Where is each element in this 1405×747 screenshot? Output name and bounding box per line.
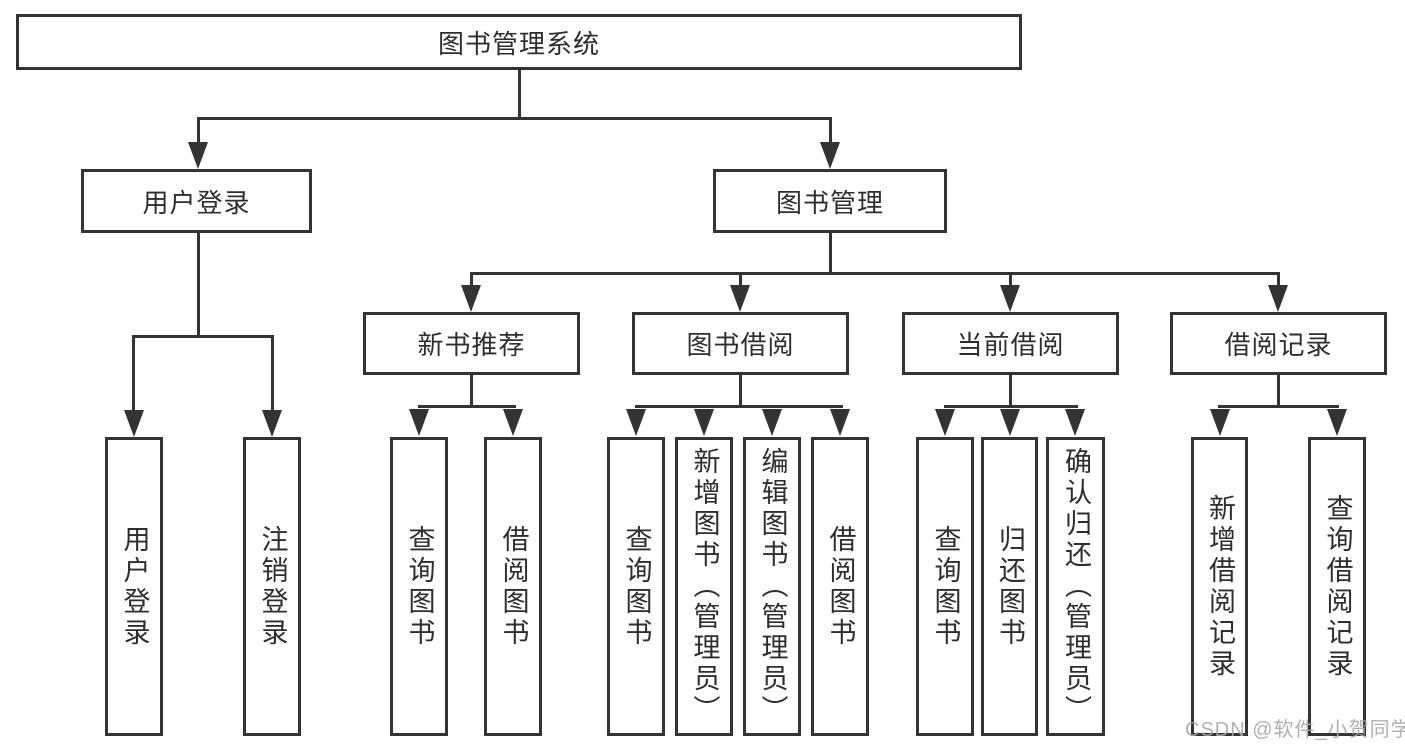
connector-line [1009,374,1012,406]
connector-line [944,405,1078,408]
leaf-add-borrow-record: 新增借阅记录 [1191,437,1248,736]
connector-line [470,272,473,288]
arrow-down-icon [935,409,955,436]
connector-line [829,233,832,275]
arrow-down-icon [409,409,429,436]
leaf-edit-book-admin: 编辑图书（管理员） [743,437,801,736]
arrow-down-icon [1210,409,1230,436]
node-book-management: 图书管理 [713,169,947,233]
connector-line [1277,374,1280,406]
connector-line [197,117,831,120]
leaf-return-book: 归还图书 [981,437,1038,736]
leaf-borrow-books: 借阅图书 [811,437,869,736]
arrow-down-icon [830,409,850,436]
arrow-down-icon [503,409,523,436]
connector-line [132,335,274,338]
arrow-down-icon [730,285,750,312]
node-borrow-records: 借阅记录 [1170,312,1387,375]
connector-line [1277,272,1280,288]
node-new-book-recommend: 新书推荐 [363,312,580,375]
connector-line [518,70,521,119]
arrow-down-icon [820,142,840,169]
node-book-borrow: 图书借阅 [632,312,849,375]
arrow-down-icon [262,410,282,437]
csdn-watermark: CSDN @软件_小贺同学 [1185,719,1405,741]
node-user-login: 用户登录 [81,169,312,233]
connector-line [1218,405,1339,408]
connector-line [418,405,516,408]
arrow-down-icon [1065,409,1085,436]
arrow-down-icon [626,409,646,436]
leaf-confirm-return-admin: 确认归还（管理员） [1046,437,1105,736]
connector-line [271,335,274,415]
arrow-down-icon [1327,409,1347,436]
leaf-query-books-borrow: 查询图书 [607,437,665,736]
connector-line [470,272,1280,275]
leaf-query-borrow-record: 查询借阅记录 [1308,437,1366,736]
leaf-query-books-current: 查询图书 [916,437,974,736]
node-library-management-system: 图书管理系统 [16,14,1022,70]
leaf-query-books-recommend: 查询图书 [390,437,448,736]
leaf-logout: 注销登录 [243,437,301,736]
connector-line [829,117,832,147]
connector-line [197,117,200,147]
connector-line [470,374,473,406]
arrow-down-icon [1268,285,1288,312]
connector-line [739,374,742,406]
connector-line [635,405,843,408]
arrow-down-icon [694,409,714,436]
arrow-down-icon [124,410,144,437]
arrow-down-icon [1000,285,1020,312]
arrow-down-icon [461,285,481,312]
leaf-add-book-admin: 新增图书（管理员） [675,437,733,736]
arrow-down-icon [762,409,782,436]
leaf-user-login: 用户登录 [105,437,163,736]
leaf-borrow-books-recommend: 借阅图书 [484,437,542,736]
connector-line [1009,272,1012,288]
arrow-down-icon [188,142,208,169]
connector-line [739,272,742,288]
connector-line [132,335,135,415]
connector-line [197,233,200,338]
arrow-down-icon [1000,409,1020,436]
node-current-borrow: 当前借阅 [902,312,1119,375]
